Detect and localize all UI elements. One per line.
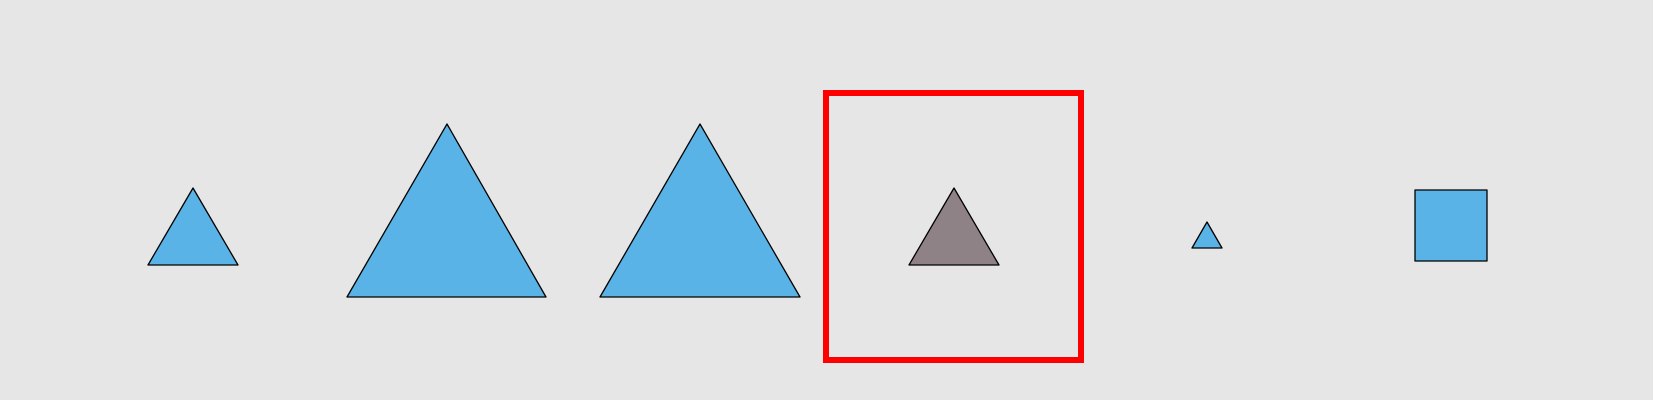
triangle-large-2 [599, 123, 801, 298]
triangle-large-1 [346, 123, 547, 298]
square [1414, 189, 1488, 262]
highlight-frame [823, 90, 1084, 363]
triangle-tiny [1191, 221, 1223, 249]
triangle-small-1 [147, 187, 239, 266]
triangle-highlighted [908, 187, 1000, 266]
